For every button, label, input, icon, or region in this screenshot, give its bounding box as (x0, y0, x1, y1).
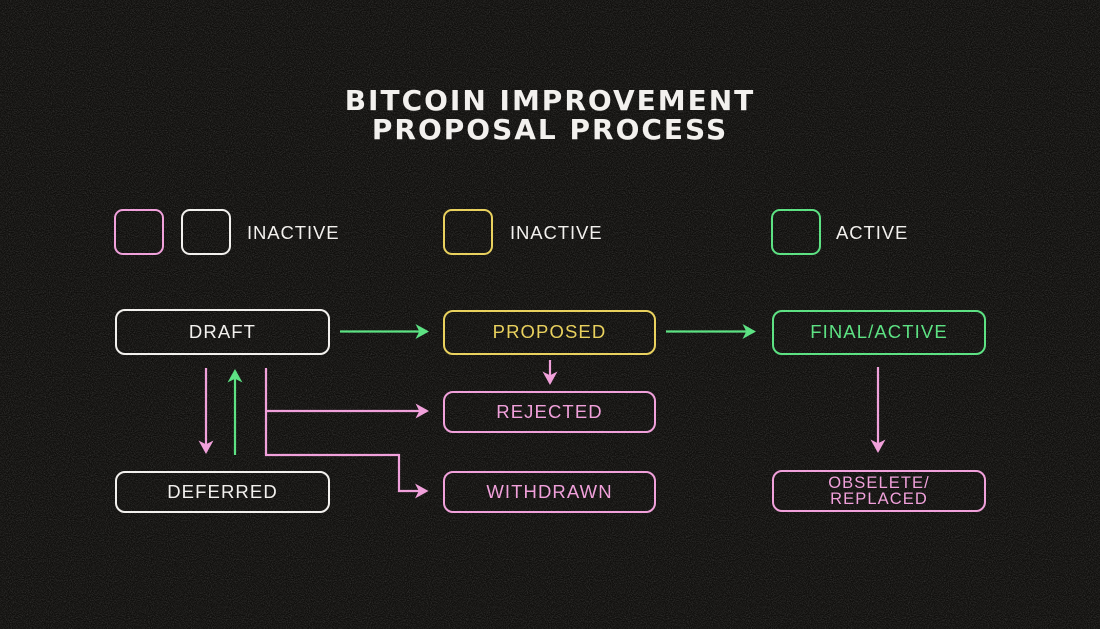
pink-edges (198, 360, 886, 499)
edge-draft-to-withdrawn (264, 368, 427, 493)
green-edges (227, 324, 756, 455)
